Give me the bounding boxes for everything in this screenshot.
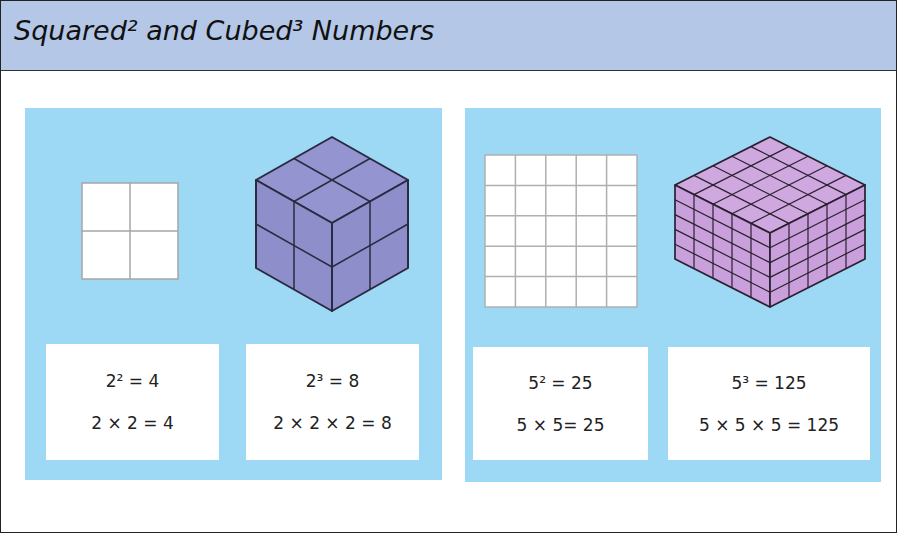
equation-text: 5 × 5 × 5 = 125 [699,415,839,435]
equation-text: 2² = 4 [106,371,160,391]
grid-line [485,185,637,187]
left-panel [25,108,442,480]
grid-line [485,245,637,247]
cube-edge [807,214,808,288]
equation-text: 2 × 2 = 4 [91,413,174,433]
equation-text: 5 × 5= 25 [517,415,605,435]
page-title: Squared² and Cubed³ Numbers [14,15,434,46]
header-rule [0,70,897,71]
cube-face [675,185,770,307]
cube-edge [332,224,408,267]
cube-edge [845,195,846,269]
cube-edge [713,156,808,204]
cube-edge [732,156,827,204]
cube-edge [731,214,732,288]
cube-edge [294,159,370,202]
grid-line [485,276,637,278]
cube-edge [750,223,751,297]
cube-edge [713,166,808,214]
equation-text: 2³ = 8 [306,371,360,391]
grid-line [82,230,178,232]
cube-edge [675,229,770,277]
cube-edge [770,229,865,277]
equation-text: 5³ = 125 [731,373,806,393]
cube-edge [294,159,370,202]
cube-edge [770,244,865,292]
cube-edge [693,195,694,269]
grid-line [515,155,517,307]
cube-edge [826,204,827,278]
cubes [256,137,865,311]
cube-edge [788,223,789,297]
cube-edge [675,215,770,263]
right-panel [465,108,881,482]
grid-line [606,155,608,307]
equation-box: 5³ = 125 5 × 5 × 5 = 125 [668,347,870,460]
cube-edge [770,215,865,263]
grid-square [82,183,178,279]
header-band [0,0,897,70]
equation-text: 2 × 2 × 2 = 8 [273,413,391,433]
cube-edge [712,204,713,278]
grid-line [485,215,637,217]
cube-edge [694,175,789,223]
cube-edge [751,147,846,195]
cube-face [256,180,332,311]
cube-face [770,185,865,307]
equation-box: 2² = 4 2 × 2 = 4 [46,344,219,460]
cube-edge [732,166,827,214]
cube-edge [675,244,770,292]
grid-line [575,155,577,307]
cube-edge [256,224,332,267]
equation-text: 5² = 25 [528,373,592,393]
equation-box: 2³ = 8 2 × 2 × 2 = 8 [246,344,419,460]
cube-face [332,180,408,311]
grid-square [485,155,637,307]
grid-line [545,155,547,307]
cube-edge [694,147,789,195]
equation-box: 5² = 25 5 × 5= 25 [473,347,648,460]
cube-edge [751,175,846,223]
